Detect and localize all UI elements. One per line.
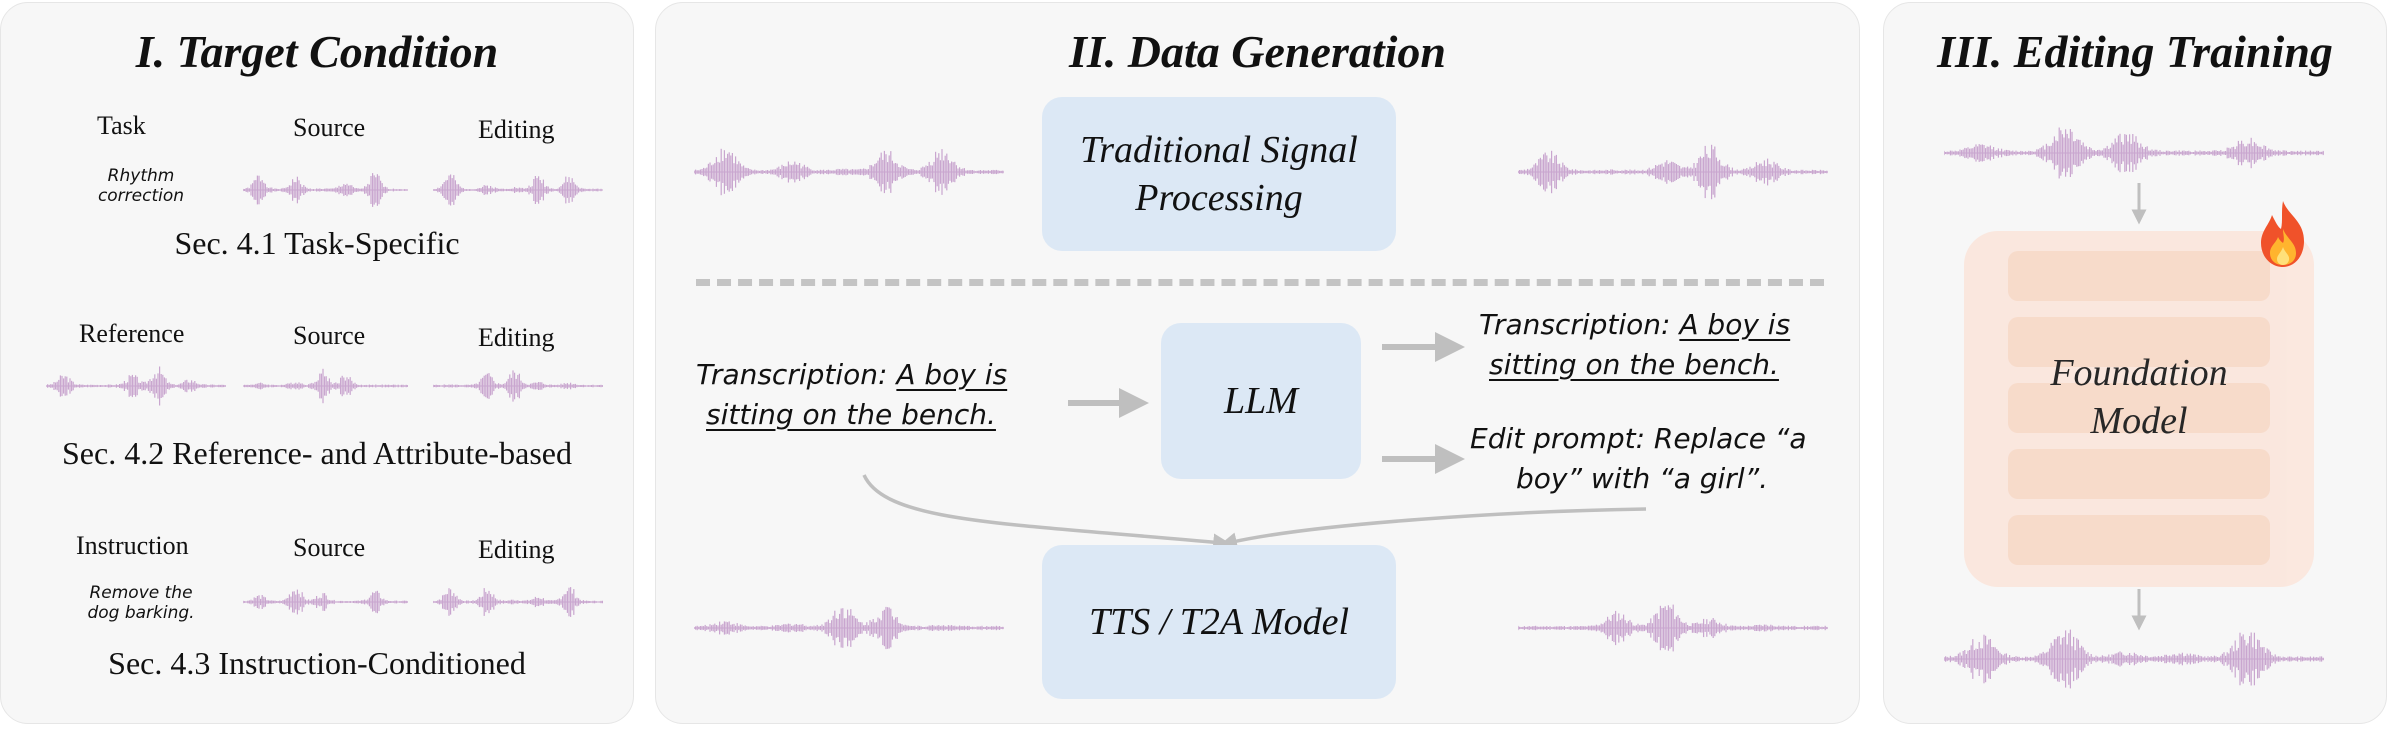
column-label-source: Source (293, 113, 366, 142)
source-waveform (243, 589, 408, 615)
input-waveform (694, 606, 1004, 650)
column-label-task: Task (97, 111, 146, 140)
flow-arrows (2131, 183, 2147, 631)
section-caption-4-2: Sec. 4.2 Reference- and Attribute-based (61, 435, 572, 471)
flow-arrows (862, 332, 1647, 551)
llm-box: LLM (1161, 323, 1361, 479)
source-waveform (243, 368, 408, 404)
panel-title: II. Data Generation (1069, 26, 1446, 77)
edited-waveform (433, 174, 603, 206)
model-layer (2008, 317, 2270, 367)
column-label-instruction: Instruction (76, 531, 189, 560)
input-waveform (694, 148, 1004, 196)
column-label-source: Source (293, 321, 366, 350)
model-layer (2008, 251, 2270, 301)
input-transcription: Transcription: A boy is sitting on the b… (696, 358, 1008, 431)
output-waveform (1518, 604, 1828, 652)
input-waveform (1944, 127, 2324, 179)
tts-t2a-model-box: TTS / T2A Model (1042, 545, 1396, 699)
model-layer (2008, 383, 2270, 433)
edited-waveform (433, 370, 603, 402)
column-label-editing: Editing (478, 323, 555, 352)
panel-title: III. Editing Training (1937, 26, 2333, 77)
edited-waveform (433, 587, 603, 617)
panel-target-condition: I. Target Condition Task Source Editing … (0, 2, 634, 724)
model-layer (2008, 449, 2270, 499)
curve-arrow-icon (862, 474, 1231, 551)
column-label-reference: Reference (79, 319, 185, 348)
model-layer (2008, 515, 2270, 565)
output-waveform (1518, 144, 1828, 200)
panel-title: I. Target Condition (135, 26, 499, 77)
column-label-source: Source (293, 533, 366, 562)
output-transcription: Transcription: A boy is sitting on the b… (1479, 308, 1791, 381)
column-label-editing: Editing (478, 115, 555, 144)
section-caption-4-3: Sec. 4.3 Instruction-Conditioned (108, 645, 526, 681)
curve-arrow-icon (1219, 507, 1647, 550)
source-waveform (243, 173, 408, 207)
section-divider (696, 279, 1824, 286)
output-waveform (1944, 629, 2324, 689)
column-label-editing: Editing (478, 535, 555, 564)
edit-prompt: Edit prompt: Replace “a boy” with “a gir… (1470, 422, 1807, 495)
reference-waveform (46, 366, 226, 406)
section-caption-4-1: Sec. 4.1 Task-Specific (174, 225, 460, 261)
fire-icon (2261, 201, 2304, 267)
